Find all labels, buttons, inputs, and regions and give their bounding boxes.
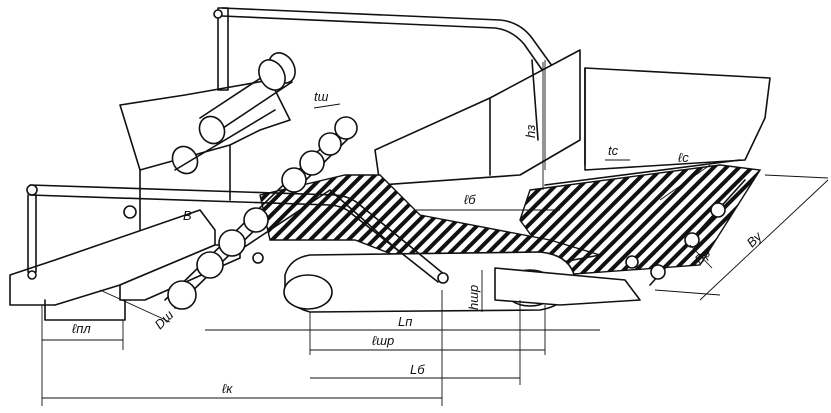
upper-rollers <box>171 52 296 175</box>
screw-rollers <box>164 116 358 310</box>
hopper <box>374 49 771 186</box>
label-h-shr: hшр <box>466 285 481 310</box>
overhead-frame <box>213 7 556 91</box>
discharge-conveyor <box>519 159 762 286</box>
label-h-z: hз <box>523 125 538 138</box>
label-l-s: ℓс <box>678 150 689 165</box>
label-l-k: ℓк <box>222 381 233 396</box>
dimension-lines <box>41 62 829 406</box>
lever-arm <box>26 184 449 284</box>
label-l-shr: ℓшр <box>372 333 394 348</box>
label-t-sh: tш <box>314 89 329 104</box>
label-D-sh: Dш <box>152 307 177 332</box>
label-l-b: ℓб <box>464 192 476 207</box>
label-L-b: Lб <box>410 362 425 377</box>
left-housing <box>9 79 291 321</box>
label-L-p: Lп <box>398 314 412 329</box>
label-t-s: tс <box>608 143 619 158</box>
label-B-u: Ву <box>744 228 766 250</box>
label-l-pl: ℓпл <box>72 321 91 336</box>
track-chassis <box>283 251 641 313</box>
label-B: В <box>183 208 192 223</box>
